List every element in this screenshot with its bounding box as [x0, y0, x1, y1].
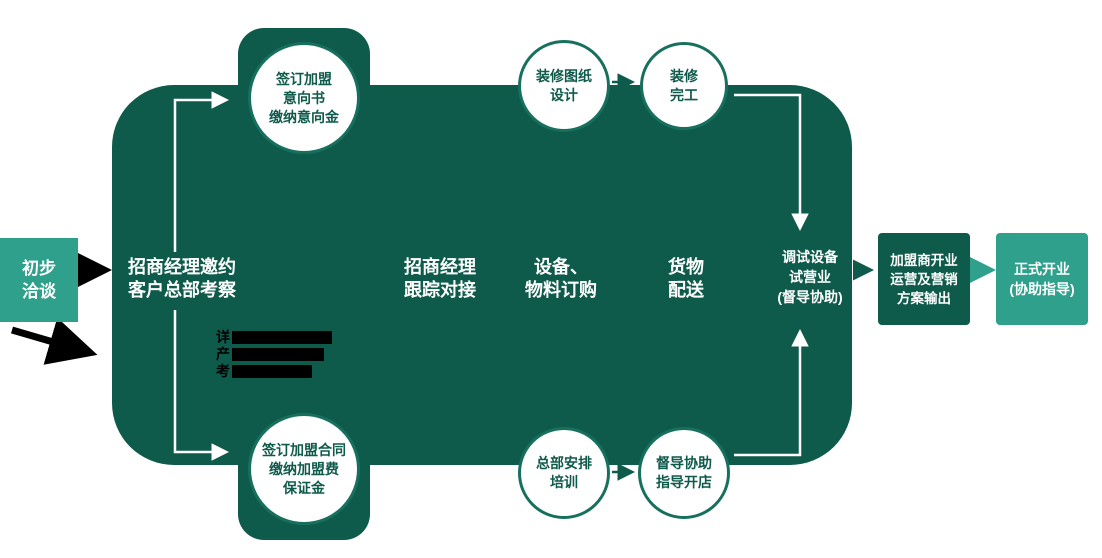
circle-sign-intent: 签订加盟 意向书 缴纳意向金 [248, 42, 360, 154]
text-line: 招商经理 [404, 257, 476, 277]
text-line: 跟踪对接 [404, 280, 476, 300]
arrow-start-to-note-icon [11, 317, 98, 365]
note-char: 考 [216, 363, 230, 379]
note-obscured-bar [232, 330, 332, 344]
note-row: 产 [216, 346, 332, 362]
step-official-opening: 正式开业 (协助指导) [996, 233, 1088, 325]
text-line: 物料订购 [525, 280, 597, 300]
text-line: 设计 [550, 87, 578, 103]
badge-sign-intent: 签订加盟 意向书 缴纳意向金 [238, 28, 370, 168]
text-line: 设备、 [534, 257, 588, 277]
text-line: 招商经理邀约 [128, 257, 236, 277]
text-line: 督导协助 [656, 455, 712, 471]
text-line: 试营业 [789, 269, 831, 285]
text-line: 装修 [670, 68, 698, 84]
circle-hq-training: 总部安排 培训 [518, 427, 610, 519]
note-obscured-bar [232, 364, 312, 378]
text-line: 配送 [668, 280, 704, 300]
text-line: 签订加盟 [276, 70, 332, 87]
text-line: 总部安排 [536, 455, 592, 471]
text-line: 培训 [550, 474, 578, 490]
text-line: 正式开业 [1014, 261, 1070, 277]
text-line: 客户总部考察 [128, 280, 236, 300]
circle-renovation-design: 装修图纸 设计 [518, 40, 610, 132]
text-line: 保证金 [283, 479, 325, 496]
note-details: 详 产 考 [216, 329, 332, 380]
circle-renovation-complete: 装修 完工 [640, 42, 728, 130]
text-line: 方案输出 [897, 290, 951, 306]
text-line: (协助指导) [1009, 281, 1075, 297]
text-line: (督导协助) [777, 289, 843, 305]
text-line: 加盟商开业 [890, 252, 958, 268]
main-process-block [112, 85, 852, 465]
note-row: 考 [216, 363, 332, 379]
text-line: 签订加盟合同 [262, 441, 346, 458]
text-line: 货物 [668, 257, 704, 277]
note-row: 详 [216, 329, 332, 345]
step-manager-invite: 招商经理邀约 客户总部考察 [104, 256, 260, 302]
text-line: 调试设备 [782, 249, 838, 265]
note-obscured-bar [232, 347, 324, 361]
text-line: 意向书 [283, 89, 325, 106]
text-line: 初步 [22, 259, 56, 278]
text-line: 洽谈 [22, 282, 56, 301]
text-line: 指导开店 [656, 474, 712, 490]
badge-sign-contract: 签订加盟合同 缴纳加盟费 保证金 [238, 398, 370, 540]
text-line: 装修图纸 [536, 68, 592, 84]
text-line: 运营及营销 [890, 271, 958, 287]
circle-supervisor-guidance: 督导协助 指导开店 [638, 427, 730, 519]
step-goods-delivery: 货物 配送 [622, 256, 750, 302]
step-trial-operation: 调试设备 试营业 (督导协助) [752, 247, 868, 307]
text-line: 完工 [670, 87, 698, 103]
circle-sign-contract: 签订加盟合同 缴纳加盟费 保证金 [248, 413, 360, 525]
step-franchisee-operation-plan: 加盟商开业 运营及营销 方案输出 [878, 233, 970, 325]
text-line: 缴纳意向金 [269, 108, 339, 125]
step-initial-negotiation: 初步 洽谈 [0, 238, 78, 322]
step-manager-follow-up: 招商经理 跟踪对接 [376, 256, 504, 302]
step-equipment-order: 设备、 物料订购 [497, 256, 625, 302]
text-line: 缴纳加盟费 [269, 460, 339, 477]
